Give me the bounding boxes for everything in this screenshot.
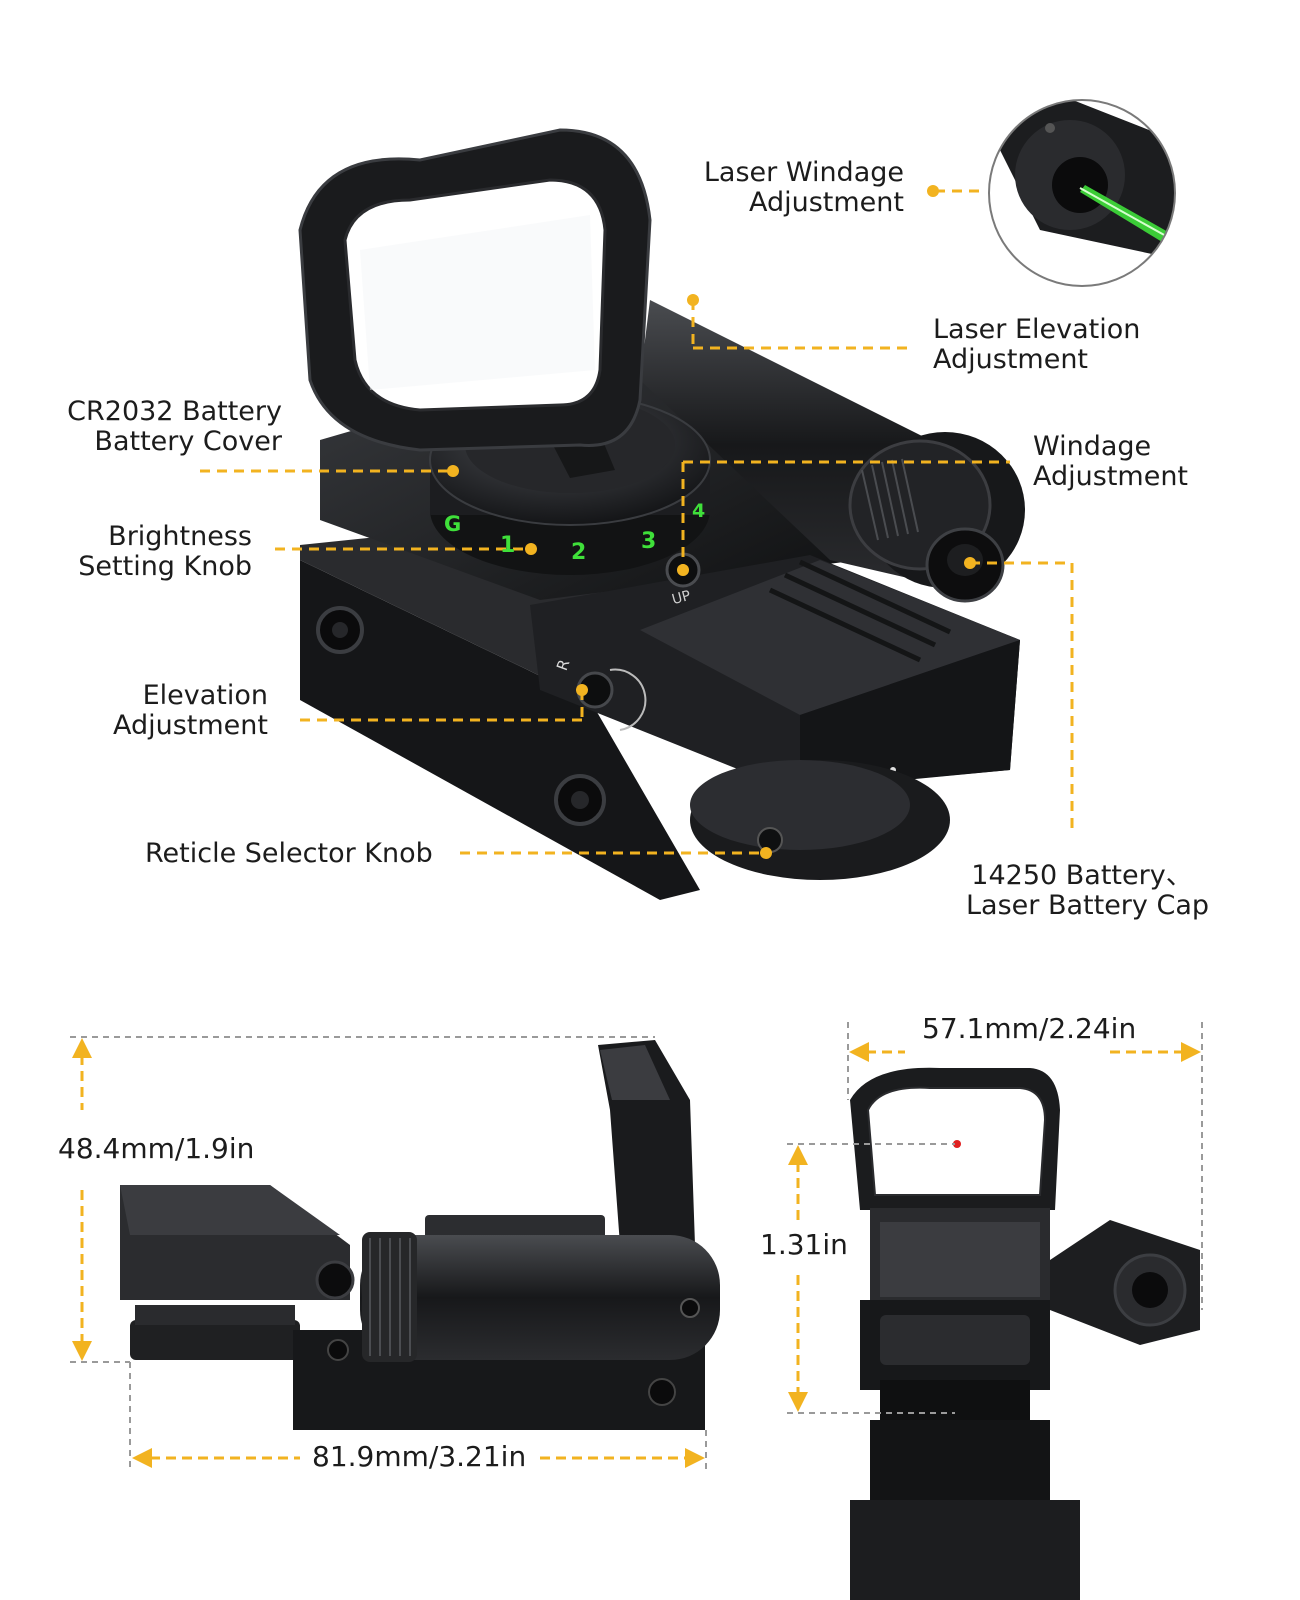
dim-width: 57.1mm/2.24in (922, 1012, 1137, 1045)
dim-length: 81.9mm/3.21in (312, 1440, 527, 1473)
front-view (850, 1067, 1200, 1600)
knob-mark-4: 4 (692, 500, 706, 522)
dim-height: 48.4mm/1.9in (58, 1132, 255, 1165)
sight-hood (298, 128, 652, 452)
knob-mark-2: 2 (571, 540, 587, 565)
knob-mark-1: 1 (500, 533, 516, 558)
callout-dots (447, 185, 976, 859)
dim-window-height: 1.31in (760, 1228, 848, 1261)
side-view (120, 1040, 720, 1430)
front-dimensions (787, 1022, 1203, 1414)
label-reticle-selector: Reticle Selector Knob (145, 838, 433, 869)
knob-mark-3: 3 (641, 529, 657, 554)
side-dimensions (70, 1036, 707, 1470)
callout-leaders (200, 189, 1074, 855)
label-battery-cap: 14250 Battery、Laser Battery Cap (966, 860, 1209, 921)
laser-inset (988, 99, 1176, 287)
knob-mark-g: G (444, 512, 462, 536)
